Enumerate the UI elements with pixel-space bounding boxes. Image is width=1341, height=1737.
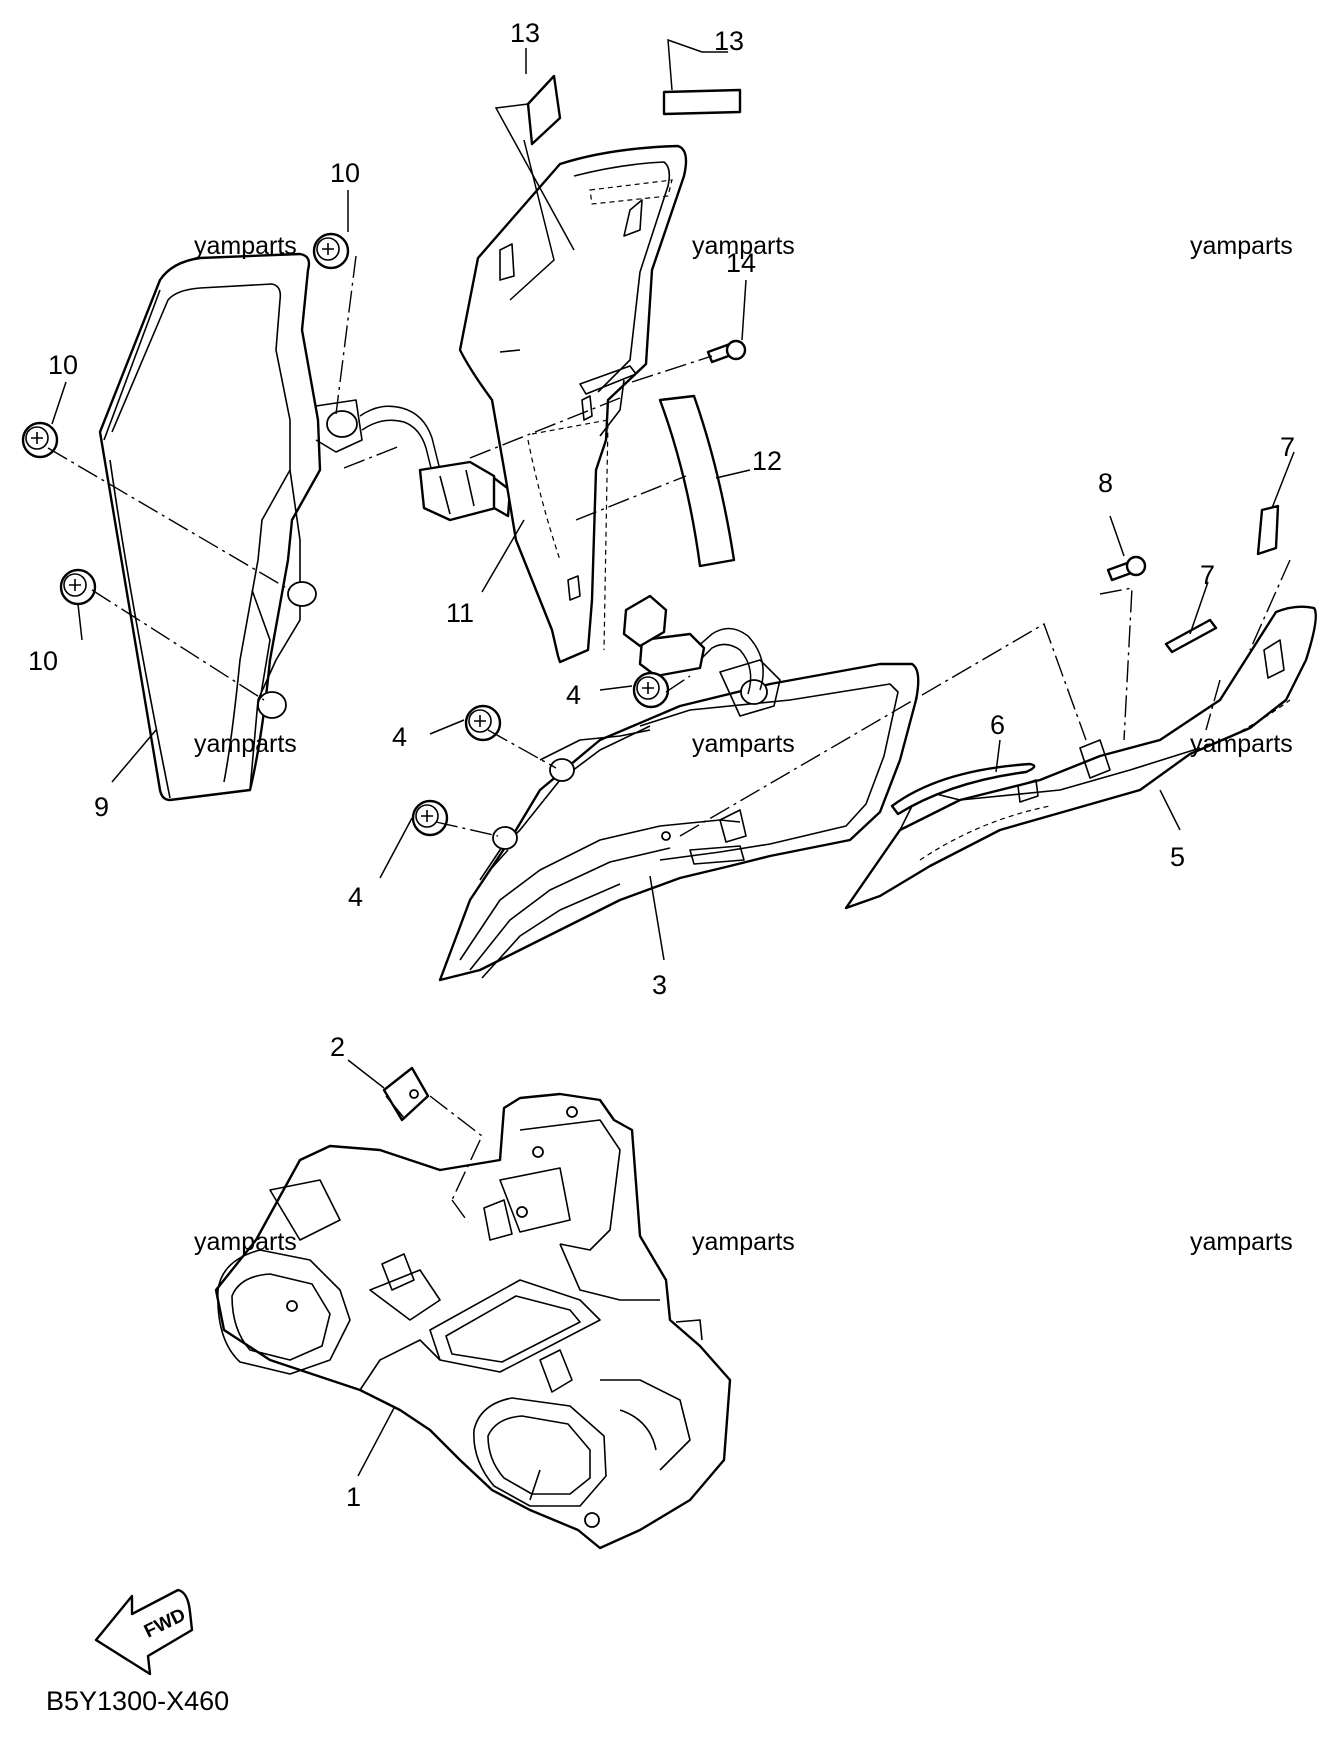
diagram-code: B5Y1300-X460 xyxy=(46,1686,229,1716)
watermark: yamparts xyxy=(194,730,297,758)
cowl-wire-connector xyxy=(622,594,764,695)
watermark: yamparts xyxy=(692,730,795,758)
part-7-label-strip[interactable] xyxy=(1164,618,1218,654)
watermark: yamparts xyxy=(692,232,795,260)
part-11-inner-panel[interactable] xyxy=(458,144,688,664)
part-10-grommet-lower[interactable] xyxy=(59,568,97,606)
callout-7b: 7 xyxy=(1200,560,1215,590)
part-10-grommet-middle[interactable] xyxy=(21,421,59,459)
callout-12: 12 xyxy=(752,446,782,476)
watermark: yamparts xyxy=(1190,232,1293,260)
watermark: yamparts xyxy=(194,1228,297,1256)
part-5-lower-cowl[interactable] xyxy=(844,605,1317,910)
callout-11: 11 xyxy=(446,598,474,628)
fwd-arrow-icon: FWD xyxy=(94,1588,194,1676)
part-7-label-small[interactable] xyxy=(1256,504,1280,556)
callout-numbers: 13 13 10 10 10 14 12 11 9 4 4 4 3 8 7 7 … xyxy=(28,18,1295,1512)
watermark: yamparts xyxy=(692,1228,795,1256)
callout-14: 14 xyxy=(726,248,756,278)
part-13-label-left[interactable] xyxy=(526,74,562,146)
callout-4a: 4 xyxy=(566,680,581,710)
part-14-screw[interactable] xyxy=(706,339,747,364)
part-9-side-cover[interactable] xyxy=(98,252,363,802)
part-4-grommet-upper[interactable] xyxy=(632,671,670,709)
callout-2: 2 xyxy=(330,1032,345,1062)
part-6-trim-strip[interactable] xyxy=(890,762,1036,816)
callout-7a: 7 xyxy=(1280,432,1295,462)
callout-4c: 4 xyxy=(348,882,363,912)
watermark: yamparts xyxy=(1190,730,1293,758)
part-2-clip[interactable] xyxy=(382,1066,430,1122)
part-13-label-right[interactable] xyxy=(662,88,742,116)
callout-8: 8 xyxy=(1098,468,1113,498)
callout-10a: 10 xyxy=(330,158,360,188)
callout-1: 1 xyxy=(346,1482,361,1512)
part-8-screw[interactable] xyxy=(1106,555,1147,582)
part-3-front-cowl[interactable] xyxy=(438,659,920,982)
callout-5: 5 xyxy=(1170,842,1185,872)
assembly-chain-lines xyxy=(47,255,1291,1223)
callout-13a: 13 xyxy=(510,18,540,48)
part-4-grommet-middle[interactable] xyxy=(464,704,502,742)
callout-9: 9 xyxy=(94,792,109,822)
watermark: yamparts xyxy=(194,232,297,260)
callout-13b: 13 xyxy=(714,26,744,56)
watermarks: yamparts yamparts yamparts yamparts yamp… xyxy=(194,232,1293,1256)
part-4-grommet-lower[interactable] xyxy=(411,799,449,837)
watermark: yamparts xyxy=(1190,1228,1293,1256)
callout-10b: 10 xyxy=(48,350,78,380)
callout-4b: 4 xyxy=(392,722,407,752)
part-1-headlight-assembly[interactable] xyxy=(214,1092,732,1550)
callout-10c: 10 xyxy=(28,646,58,676)
part-12-trim-strip[interactable] xyxy=(658,394,736,568)
callout-6: 6 xyxy=(990,710,1005,740)
part-10-grommet-top[interactable] xyxy=(312,232,350,270)
side-cover-wire-connector xyxy=(359,405,512,522)
callout-leaders xyxy=(51,38,1295,1477)
callout-3: 3 xyxy=(652,970,667,1000)
